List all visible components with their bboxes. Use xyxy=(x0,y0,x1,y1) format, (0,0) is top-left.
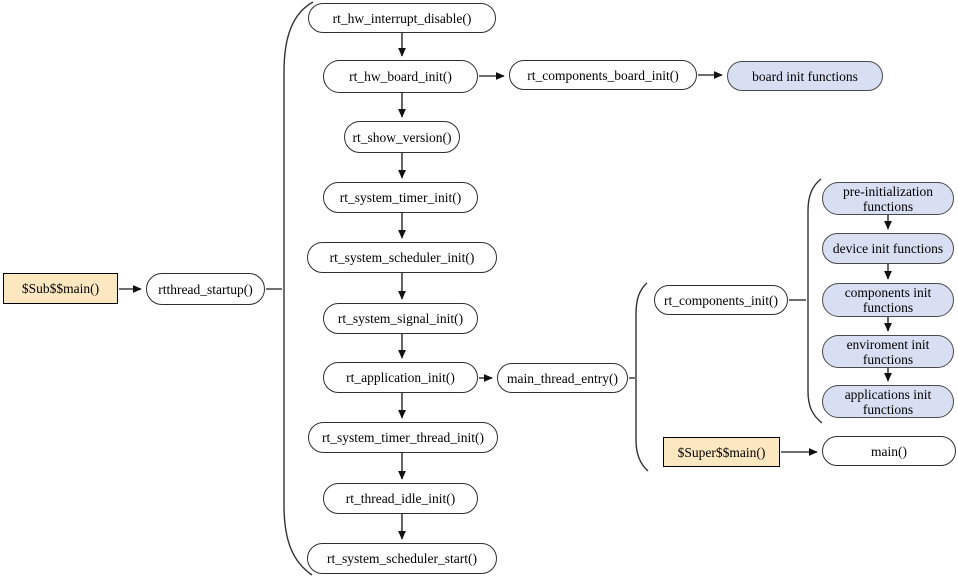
node-rt-system-signal-init: rt_system_signal_init() xyxy=(323,303,478,334)
node-applications-init-functions: applications init functions xyxy=(822,385,954,418)
node-rt-system-timer-thread-init: rt_system_timer_thread_init() xyxy=(308,422,498,453)
group-brace-main-thread xyxy=(635,282,649,472)
node-rt-components-board-init: rt_components_board_init() xyxy=(509,60,697,90)
node-rt-thread-idle-init: rt_thread_idle_init() xyxy=(323,483,478,514)
node-rtthread-startup: rtthread_startup() xyxy=(146,273,265,305)
node-enviroment-init-functions: enviroment init functions xyxy=(822,335,954,368)
flow-arrows xyxy=(119,33,892,540)
group-brace-components-init xyxy=(807,178,823,424)
node-main-thread-entry: main_thread_entry() xyxy=(497,363,628,393)
node-rt-hw-board-init: rt_hw_board_init() xyxy=(323,60,478,93)
node-rt-system-scheduler-start: rt_system_scheduler_start() xyxy=(307,543,497,574)
node-rt-system-timer-init: rt_system_timer_init() xyxy=(323,182,478,213)
group-brace-startup xyxy=(283,1,314,576)
node-device-init-functions: device init functions xyxy=(822,233,954,264)
node-rt-application-init: rt_application_init() xyxy=(323,362,478,393)
node-rt-show-version: rt_show_version() xyxy=(344,121,460,153)
node-rt-components-init: rt_components_init() xyxy=(654,285,788,315)
node-pre-initialization-functions: pre-initialization functions xyxy=(822,182,954,215)
node-rt-hw-interrupt-disable: rt_hw_interrupt_disable() xyxy=(308,3,496,33)
node-board-init-functions: board init functions xyxy=(727,61,883,91)
node-super-main: $Super$$main() xyxy=(663,437,780,467)
node-components-init-functions: components init functions xyxy=(822,283,954,317)
node-rt-system-scheduler-init: rt_system_scheduler_init() xyxy=(307,242,497,273)
connector-stubs xyxy=(266,288,806,379)
node-sub-main: $Sub$$main() xyxy=(3,273,118,304)
node-main: main() xyxy=(822,436,956,466)
